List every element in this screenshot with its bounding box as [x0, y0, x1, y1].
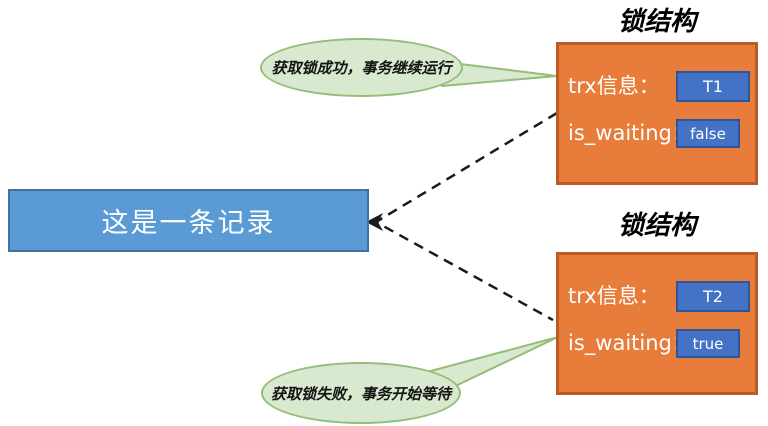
is-waiting-label: is_waiting：: [568, 331, 693, 355]
lock-structure-title-1: 锁结构: [617, 7, 696, 37]
lock-structure-box-2: trx信息： T2 is_waiting： true: [556, 252, 758, 395]
dashed-connector: [373, 111, 558, 322]
is-waiting-value: true: [692, 334, 724, 353]
callout-lock-acquired: 获取锁成功，事务继续运行: [260, 38, 463, 97]
trx-value: T2: [703, 287, 723, 306]
trx-info-label: trx信息：: [568, 284, 660, 308]
callout-lock-waiting-text: 获取锁失败，事务开始等待: [270, 384, 451, 403]
is-waiting-value-box: false: [676, 119, 740, 148]
callout-lock-waiting: 获取锁失败，事务开始等待: [261, 362, 461, 424]
record-node: 这是一条记录: [8, 189, 369, 252]
lock-structure-title-2: 锁结构: [617, 211, 696, 241]
trx-info-label: trx信息：: [568, 74, 660, 98]
is-waiting-label: is_waiting：: [568, 121, 693, 145]
is-waiting-value: false: [690, 124, 726, 143]
callout-lock-acquired-text: 获取锁成功，事务继续运行: [271, 59, 452, 77]
record-label: 这是一条记录: [101, 208, 276, 239]
is-waiting-value-box: true: [676, 329, 740, 358]
trx-value-box: T2: [676, 281, 750, 312]
lock-structure-box-1: trx信息： T1 is_waiting： false: [556, 42, 758, 185]
trx-value: T1: [703, 77, 723, 96]
trx-value-box: T1: [676, 71, 750, 102]
